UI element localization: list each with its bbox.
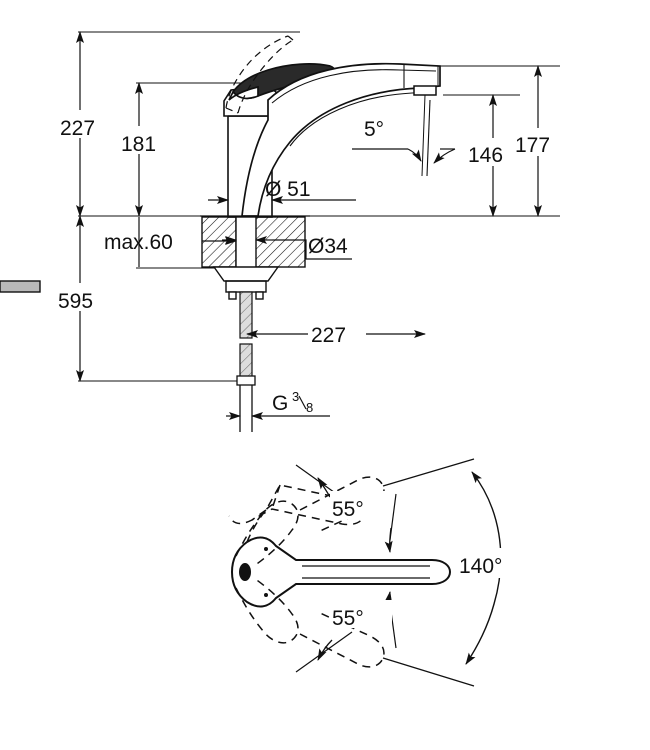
dimension-total-height-227: 227 (58, 31, 106, 217)
dimension-label-5deg: 5° (364, 118, 384, 141)
dimension-label-55-lower: 55° (332, 607, 364, 630)
dimension-spout-reach-227: 227 (246, 318, 426, 347)
spout-plan-ghost-lower (235, 577, 385, 668)
dimension-label-595: 595 (58, 290, 93, 313)
dimension-swivel-lower-55deg: 55° (295, 591, 397, 673)
spout (241, 62, 441, 217)
dimension-spout-height-177: 177 (440, 65, 565, 217)
dimension-label-146: 146 (468, 144, 503, 167)
dimension-label-thread-g: G (272, 392, 288, 415)
dimension-below-deck-595: 595 (56, 215, 108, 382)
dimension-swivel-total-140deg: 140° (382, 458, 548, 687)
dimension-label-181: 181 (121, 133, 156, 156)
flexible-hose (236, 291, 256, 432)
mounting-shank (0, 216, 280, 300)
dimension-label-227-top: 227 (60, 117, 95, 140)
extension-lines (78, 31, 560, 382)
dimension-body-height-181: 181 (119, 82, 167, 217)
spout-plan-hub-marks (239, 547, 268, 597)
spout-plan-center (230, 536, 452, 608)
dimension-label-thread-numerator: 3 (292, 389, 299, 404)
plan-swivel-view: 55° 55° 140° (228, 458, 548, 687)
dimension-supply-thread-g38: G 3 8 (226, 389, 330, 420)
dimension-label-thread-denominator: 8 (306, 400, 313, 415)
dimension-label-diameter-34: Ø34 (308, 235, 348, 258)
dimension-spout-tilt-5deg: 5° (352, 99, 456, 177)
dimension-label-diameter-51: Ø 51 (265, 178, 311, 201)
lever-handle-open-ghost (225, 35, 294, 114)
dimension-label-227-reach: 227 (311, 324, 346, 347)
dimension-max-deck-60: max.60 (104, 217, 237, 267)
dimension-swivel-upper-55deg: 55° (295, 464, 397, 553)
spout-outlet-aerator (413, 85, 437, 96)
dimension-label-55-upper: 55° (332, 498, 364, 521)
dimension-label-max60: max.60 (104, 231, 173, 254)
water-axis-line (421, 94, 426, 177)
dimension-hole-diameter-34: Ø34 (222, 235, 352, 260)
elevation-view: 227 181 595 max.60 (0, 31, 565, 432)
dimension-base-diameter-51: Ø 51 (208, 178, 356, 204)
dimension-label-140: 140° (459, 555, 502, 578)
dimension-outlet-height-146: 146 (466, 94, 518, 217)
dimension-label-177: 177 (515, 134, 550, 157)
